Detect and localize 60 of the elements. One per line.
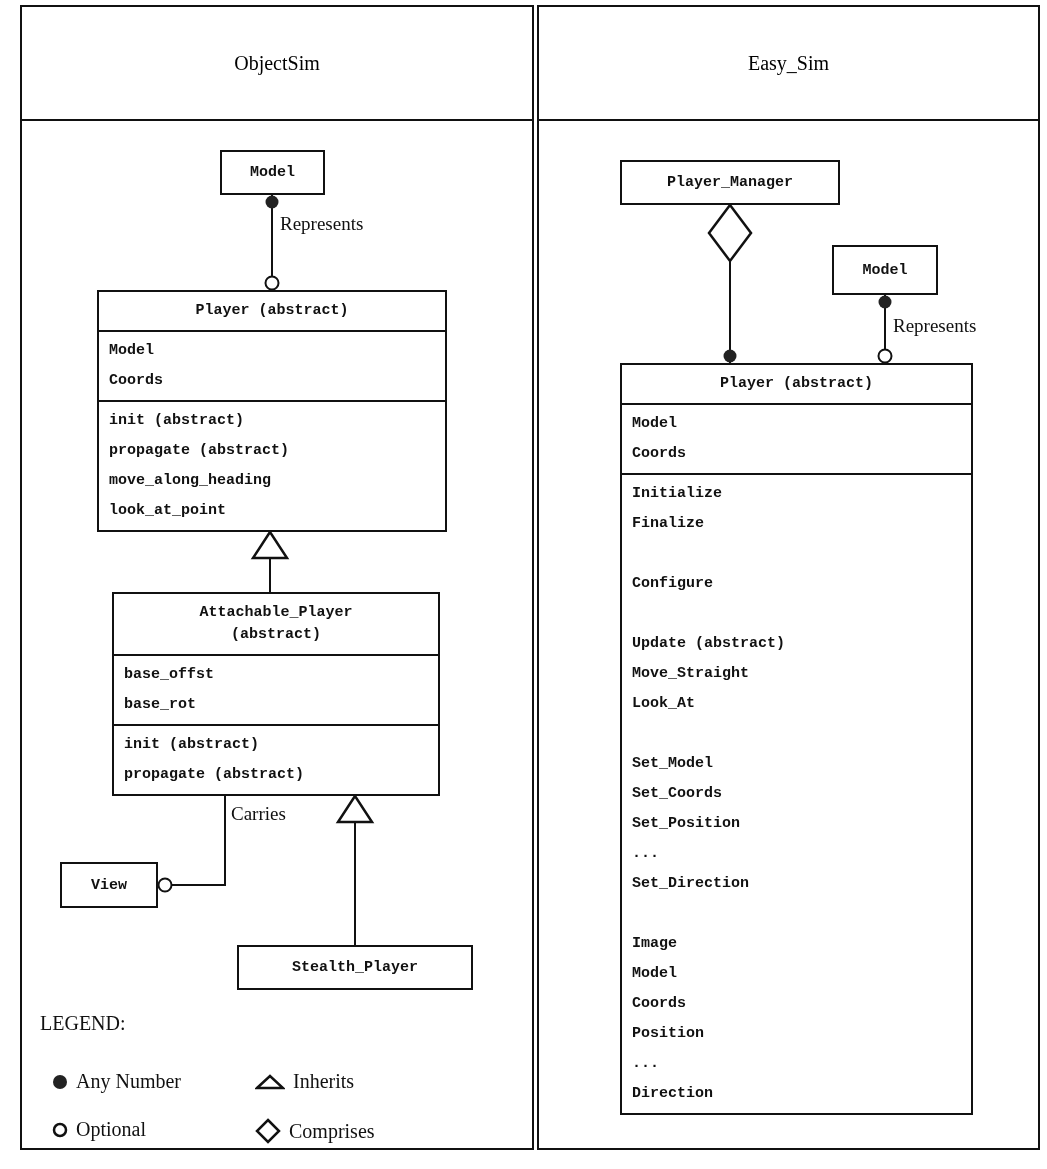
class-box: [237, 945, 473, 990]
method-text: Finalize: [632, 514, 705, 534]
column-panel: [20, 5, 534, 1150]
method-text: Model: [632, 964, 678, 984]
method-text: Direction: [632, 1084, 714, 1104]
method-text: init (abstract): [124, 735, 261, 755]
legend-text: Inherits: [293, 1070, 355, 1093]
method-text: Set_Position: [632, 814, 742, 834]
attribute-text: base_offst: [124, 665, 215, 685]
method-text: Configure: [632, 574, 714, 594]
method-text: Set_Coords: [632, 784, 723, 804]
method-text: Set_Model: [632, 754, 714, 774]
connector: [707, 203, 753, 364]
method-text: Initialize: [632, 484, 723, 504]
class-name: Stealth_Player: [292, 959, 418, 976]
connector: [336, 794, 374, 946]
method-text: Image: [632, 934, 678, 954]
class-box: [112, 592, 440, 796]
method-text: ...: [632, 844, 660, 864]
method-text: Set_Direction: [632, 874, 751, 894]
class-box: [97, 290, 447, 532]
class-name: Player (abstract): [194, 301, 350, 321]
method-text: propagate (abstract): [124, 765, 306, 785]
connector: [264, 194, 280, 291]
attribute-text: Model: [109, 341, 155, 361]
legend-text: Comprises: [289, 1119, 375, 1143]
class-box: [832, 245, 938, 295]
class-name: Player (abstract): [719, 374, 874, 394]
method-text: ...: [632, 1054, 660, 1074]
class-name: Model: [250, 164, 295, 181]
legend-title: LEGEND:: [40, 1012, 126, 1035]
class-name: View: [91, 876, 127, 894]
column-heading: Easy_Sim: [539, 7, 1038, 121]
method-text: Update (abstract): [632, 634, 787, 654]
method-text: look_at_point: [109, 501, 228, 521]
method-text: propagate (abstract): [109, 441, 291, 461]
class-box: [220, 150, 325, 195]
attribute-text: Coords: [632, 444, 687, 464]
attribute-text: Model: [632, 414, 678, 434]
column-heading: ObjectSim: [22, 7, 532, 121]
legend-text: Any Number: [76, 1070, 181, 1093]
class-box: [620, 363, 973, 1115]
class-name: Model: [862, 261, 908, 279]
method-text: init (abstract): [109, 411, 246, 431]
column-panel: [537, 5, 1040, 1150]
attribute-text: Coords: [109, 371, 164, 391]
class-name: Attachable_Player (abstract): [198, 603, 354, 645]
method-text: Look_At: [632, 694, 696, 714]
legend-text: Optional: [76, 1118, 146, 1141]
class-box: [60, 862, 158, 908]
method-text: Coords: [632, 994, 687, 1014]
connector: [877, 294, 893, 364]
method-text: Position: [632, 1024, 705, 1044]
connector: [251, 530, 289, 593]
method-text: Move_Straight: [632, 664, 751, 684]
method-text: move_along_heading: [109, 471, 273, 491]
class-name: Player_Manager: [667, 174, 793, 191]
attribute-text: base_rot: [124, 695, 197, 715]
connector: [157, 795, 226, 893]
class-box: [620, 160, 840, 205]
